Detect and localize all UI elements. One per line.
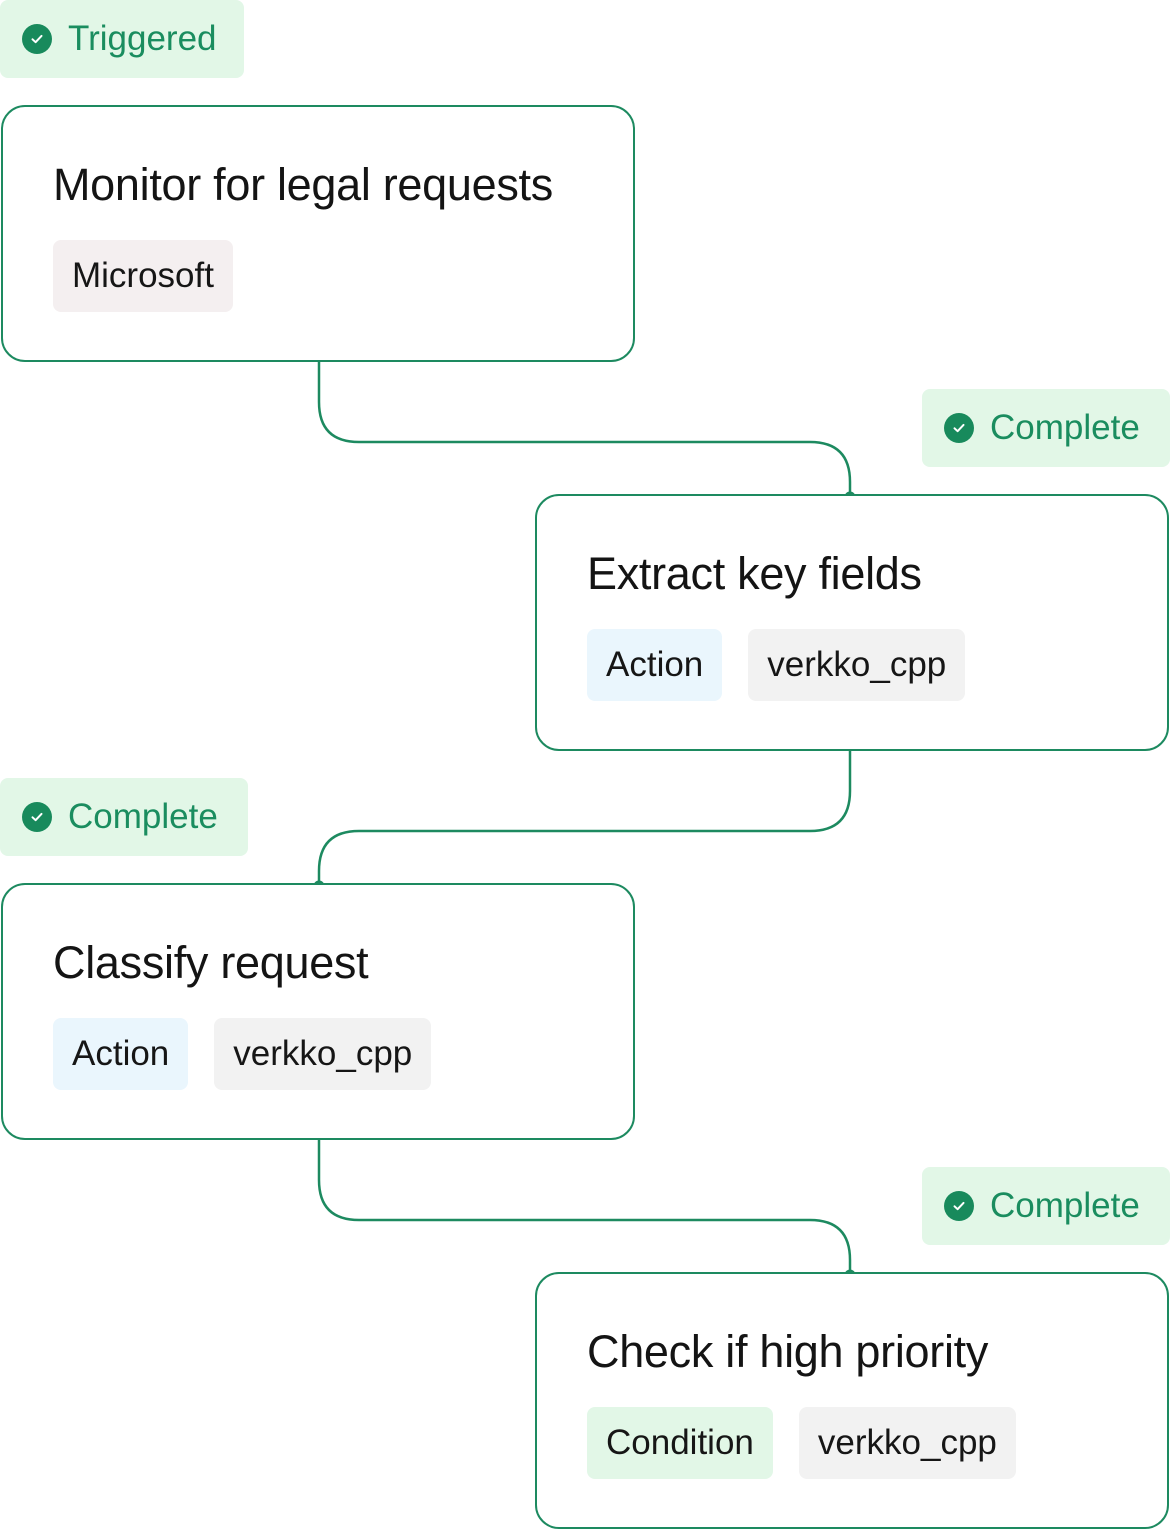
status-badge-complete: Complete xyxy=(922,389,1170,467)
tag-connector: verkko_cpp xyxy=(748,629,966,701)
tag-type: Action xyxy=(587,629,723,701)
tag-connector: verkko_cpp xyxy=(798,1407,1016,1479)
status-badge-triggered: Triggered xyxy=(0,0,244,78)
check-circle-icon xyxy=(944,1191,974,1221)
tag-type: Condition xyxy=(587,1407,773,1479)
status-badge-complete: Complete xyxy=(0,778,248,856)
step-tags: Microsoft xyxy=(53,240,233,312)
status-label: Triggered xyxy=(68,19,217,58)
step-card-classify-request[interactable]: Classify request Action verkko_cpp xyxy=(1,883,635,1140)
step-card-monitor-legal-requests[interactable]: Monitor for legal requests Microsoft xyxy=(1,105,635,362)
step-title: Check if high priority xyxy=(587,1326,989,1377)
check-circle-icon xyxy=(22,802,52,832)
status-label: Complete xyxy=(68,797,218,836)
status-label: Complete xyxy=(990,1186,1140,1225)
connector-step-1-to-2 xyxy=(317,362,852,497)
check-circle-icon xyxy=(944,413,974,443)
step-tags: Action verkko_cpp xyxy=(53,1018,432,1090)
step-title: Monitor for legal requests xyxy=(53,159,553,210)
check-circle-icon xyxy=(22,24,52,54)
status-badge-complete: Complete xyxy=(922,1167,1170,1245)
connector-step-3-to-4 xyxy=(317,1140,852,1275)
step-tags: Action verkko_cpp xyxy=(587,629,966,701)
step-title: Extract key fields xyxy=(587,548,922,599)
tag-source-app: Microsoft xyxy=(53,240,233,312)
step-title: Classify request xyxy=(53,937,369,988)
tag-connector: verkko_cpp xyxy=(214,1018,432,1090)
tag-type: Action xyxy=(53,1018,189,1090)
step-tags: Condition verkko_cpp xyxy=(587,1407,1016,1479)
step-card-check-high-priority[interactable]: Check if high priority Condition verkko_… xyxy=(535,1272,1169,1529)
connector-step-2-to-3 xyxy=(317,751,852,886)
status-label: Complete xyxy=(990,408,1140,447)
step-card-extract-key-fields[interactable]: Extract key fields Action verkko_cpp xyxy=(535,494,1169,751)
